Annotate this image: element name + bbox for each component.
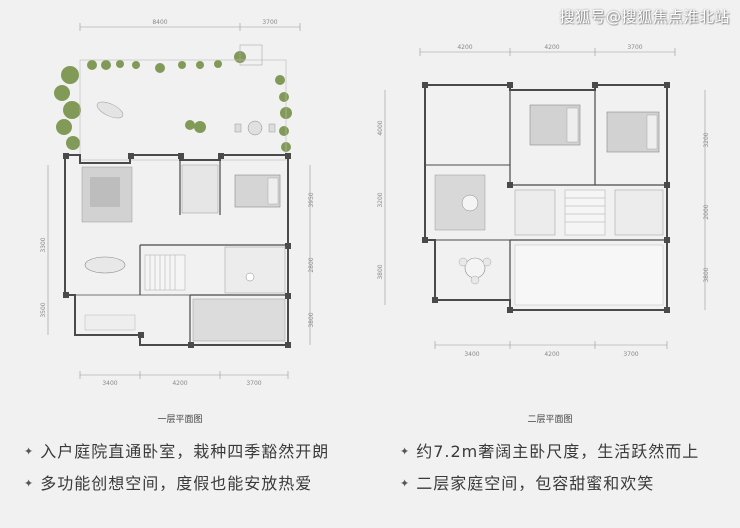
- feature-left-1: ✦ 入户庭院直通卧室，栽种四季豁然开朗: [24, 438, 329, 462]
- stairs: [144, 254, 186, 291]
- dim2-right-1: 3200: [703, 132, 710, 147]
- dim-bottom-3: 3700: [246, 380, 261, 387]
- bullet-icon: ✦: [24, 477, 35, 490]
- first-floor-plan: 8400 3700: [40, 19, 315, 387]
- dim2-left-1: 4000: [377, 120, 384, 135]
- dim-top-2: 3700: [262, 19, 277, 26]
- watermark: 搜狐号@搜狐焦点淮北站: [559, 8, 730, 26]
- feature-text: 多功能创想空间，度假也能安放热爱: [40, 474, 313, 493]
- terrace-table: [464, 257, 486, 279]
- stairs-2f: [564, 189, 606, 236]
- bullet-icon: ✦: [400, 477, 411, 490]
- dim-right-3: 3800: [308, 312, 315, 327]
- bathroom: [224, 246, 286, 294]
- dim2-top-2: 4200: [544, 44, 559, 51]
- second-floor-caption: 二层平面图: [527, 415, 573, 425]
- dining-table: [84, 256, 126, 274]
- feature-text: 约7.2m奢阔主卧尺度，生活跃然而上: [416, 442, 700, 461]
- feature-right-2: ✦ 二层家庭空间，包容甜蜜和欢笑: [400, 470, 654, 494]
- dim-left-2: 3500: [40, 302, 47, 317]
- dim2-bottom-2: 4200: [544, 351, 559, 358]
- dim-right-1: 3950: [308, 192, 315, 207]
- dim2-right-2: 2000: [703, 204, 710, 219]
- garden-lounger: [96, 101, 124, 119]
- double-height-void: [514, 244, 664, 306]
- feature-right-1: ✦ 约7.2m奢阔主卧尺度，生活跃然而上: [400, 438, 699, 462]
- bullet-icon: ✦: [24, 445, 35, 458]
- dim2-bottom-3: 3700: [623, 351, 638, 358]
- dim-bottom-2: 4200: [172, 380, 187, 387]
- dim-left-1: 3300: [40, 237, 47, 252]
- feature-left-2: ✦ 多功能创想空间，度假也能安放热爱: [24, 470, 312, 494]
- dim2-top-3: 3700: [627, 44, 642, 51]
- bullet-icon: ✦: [400, 445, 411, 458]
- multifunction-room: [192, 298, 286, 342]
- dim2-left-2: 3200: [377, 192, 384, 207]
- dim2-bottom-1: 3400: [464, 351, 479, 358]
- second-floor-plan: 4200 4200 3700 4000: [377, 44, 710, 358]
- feature-text: 入户庭院直通卧室，栽种四季豁然开朗: [40, 442, 330, 461]
- garden-plants: [54, 51, 292, 152]
- dim2-top-1: 4200: [457, 44, 472, 51]
- kitchen-counter: [181, 164, 219, 214]
- dim2-left-3: 3800: [377, 264, 384, 279]
- dim2-right-3: 3800: [703, 267, 710, 282]
- dim-right-2: 2800: [308, 257, 315, 272]
- garden-table: [247, 120, 263, 136]
- bathroom-2f: [514, 189, 556, 236]
- dim-bottom-1: 3400: [102, 380, 117, 387]
- dim-top-1: 8400: [152, 19, 167, 26]
- feature-text: 二层家庭空间，包容甜蜜和欢笑: [416, 474, 655, 493]
- first-floor-caption: 一层平面图: [157, 415, 203, 425]
